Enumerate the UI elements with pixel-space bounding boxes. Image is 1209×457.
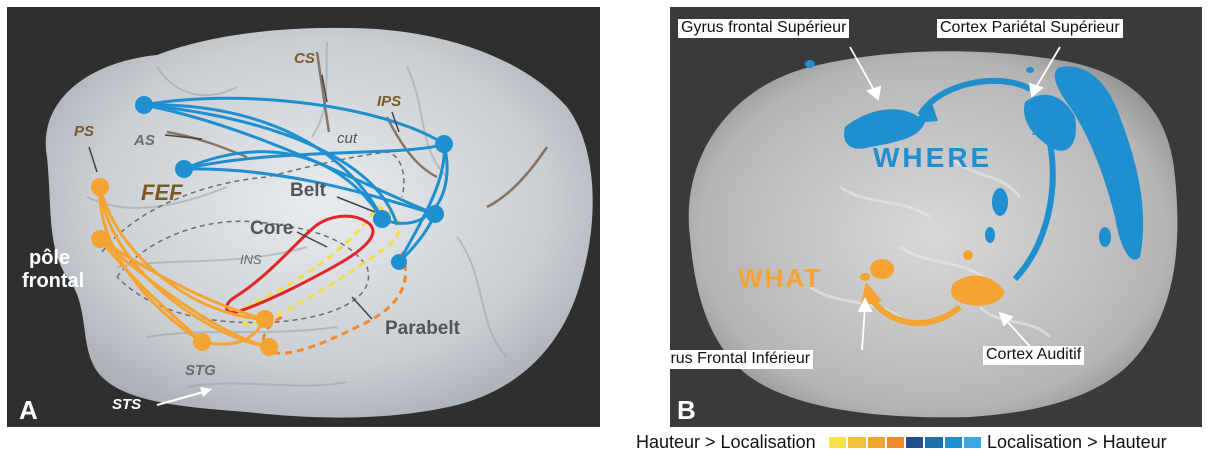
panel-letter-a: A — [19, 395, 38, 426]
node-blue — [373, 210, 391, 228]
label-ins: INS — [240, 253, 262, 266]
label-belt: Belt — [290, 181, 326, 200]
label-pole-frontal-line2: frontal — [22, 271, 84, 291]
panel-b: Gyrus frontal Supérieur Cortex Pariétal … — [670, 7, 1202, 427]
node-blue — [135, 96, 153, 114]
node-orange — [91, 230, 109, 248]
node-blue — [435, 135, 453, 153]
panel-a: CS IPS PS AS cut FEF Belt Core INS Parab… — [7, 7, 600, 427]
label-sts: STS — [112, 397, 141, 412]
label-ips: IPS — [377, 94, 401, 109]
node-orange — [256, 310, 274, 328]
color-scale-bar — [829, 437, 981, 448]
node-orange — [91, 178, 109, 196]
label-fef: FEF — [141, 182, 183, 204]
label-cs: CS — [294, 51, 315, 66]
label-stg: STG — [185, 363, 216, 378]
label-auditory-cortex: Cortex Auditif — [983, 346, 1084, 365]
node-blue — [391, 254, 407, 270]
node-orange — [193, 333, 211, 351]
label-parabelt: Parabelt — [385, 319, 460, 338]
label-where: WHERE — [873, 144, 992, 172]
label-superior-parietal-cortex: Cortex Pariétal Supérieur — [937, 19, 1123, 38]
legend-right-label: Localisation > Hauteur — [987, 432, 1167, 453]
legend-left-label: Hauteur > Localisation — [636, 432, 816, 453]
label-inferior-frontal-gyrus: Gyrus Frontal Inférieur — [670, 350, 813, 369]
node-blue — [426, 205, 444, 223]
label-ps: PS — [74, 124, 94, 139]
label-superior-frontal-gyrus: Gyrus frontal Supérieur — [678, 19, 849, 38]
node-blue — [175, 160, 193, 178]
label-pole-frontal-line1: pôle — [29, 248, 70, 268]
node-orange — [260, 338, 278, 356]
label-core: Core — [250, 219, 293, 238]
panel-letter-b: B — [677, 395, 696, 426]
label-what: WHAT — [738, 265, 822, 291]
label-cut: cut — [337, 131, 357, 146]
label-as: AS — [134, 133, 155, 148]
monkey-brain-diagram — [7, 7, 600, 427]
